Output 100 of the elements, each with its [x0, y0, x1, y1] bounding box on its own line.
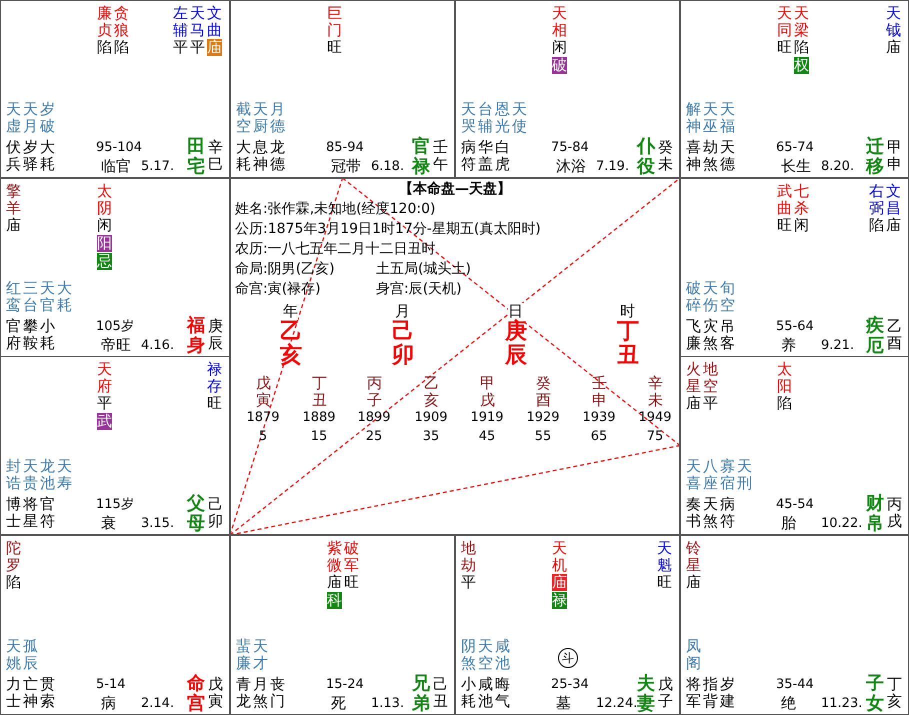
- brightness-mark: 陷: [6, 574, 21, 591]
- decade-stem-branch: 癸酉: [535, 375, 552, 409]
- stem-branch: 丙戌: [886, 496, 903, 530]
- age-range: 105岁: [96, 318, 134, 335]
- palace-name: 子女: [865, 674, 885, 714]
- life-stage: 沐浴: [556, 158, 586, 175]
- deity-name: 劫煞: [702, 139, 719, 173]
- date-text: 4.16.: [141, 337, 174, 354]
- minor-star-name: 龙池: [39, 458, 56, 492]
- palace-cell: [455, 0, 680, 178]
- deity-name: 吊客: [719, 318, 736, 352]
- date-text: 10.22.: [821, 515, 862, 532]
- minor-star-name: 凤阁: [685, 638, 702, 672]
- decade-stem-branch: 甲戌: [479, 375, 496, 409]
- pillar-stem-branch: 庚辰: [504, 320, 528, 368]
- info-line: 土五局(城头土): [376, 261, 471, 278]
- age-range: 115岁: [96, 496, 134, 513]
- deity-name: 咸池: [477, 676, 494, 710]
- deity-name: 攀鞍: [22, 318, 39, 352]
- minor-star-name: 蜚廉: [235, 638, 252, 672]
- deity-name: 亡神: [22, 676, 39, 710]
- minor-star-name: 天哭: [460, 101, 477, 135]
- star-name: 天马: [189, 5, 206, 39]
- life-stage: 长生: [781, 158, 811, 175]
- life-stage: 墓: [556, 695, 571, 712]
- life-stage: 帝旺: [101, 337, 131, 354]
- deity-name: 龙德: [269, 139, 286, 173]
- palace-name: 夫妻: [636, 674, 656, 714]
- star-name: 巨门: [326, 5, 343, 39]
- brightness-mark: 旺: [657, 574, 672, 591]
- star-name: 破军: [343, 540, 360, 574]
- star-name: 武曲: [776, 183, 793, 217]
- brightness-badge: 庙: [207, 39, 222, 56]
- palace-cell: [0, 535, 230, 715]
- brightness-mark: 平: [703, 395, 718, 412]
- transform-badge: 武: [97, 413, 112, 430]
- palace-name: 官禄: [411, 137, 431, 177]
- transform-badge: 阳: [97, 235, 112, 252]
- star-name: 天府: [96, 361, 113, 395]
- brightness-mark: 旺: [327, 39, 342, 56]
- minor-star-name: 截空: [235, 101, 252, 135]
- age-range: 45-54: [776, 496, 814, 513]
- decade-year: 1939: [581, 409, 617, 426]
- minor-star-name: 旬空: [719, 280, 736, 314]
- brightness-mark: 闲: [794, 217, 809, 234]
- date-text: 2.14.: [141, 695, 174, 712]
- deity-name: 博士: [5, 496, 22, 530]
- star-name: 文曲: [206, 5, 223, 39]
- brightness-mark: 闲: [97, 217, 112, 234]
- star-name: 擎羊: [5, 183, 22, 217]
- pillar-label: 月: [395, 303, 410, 320]
- brightness-badge: 庙: [552, 574, 567, 591]
- deity-name: 将军: [685, 676, 702, 710]
- palace-cell: [0, 178, 230, 357]
- dashed-line: [230, 178, 680, 536]
- deity-name: 贯索: [39, 676, 56, 710]
- minor-star-name: 天厨: [252, 101, 269, 135]
- brightness-mark: 庙: [6, 217, 21, 234]
- star-name: 太阴: [96, 183, 113, 217]
- transform-badge: 忌: [97, 253, 112, 270]
- brightness-mark: 庙: [886, 39, 901, 56]
- age-range: 25-34: [551, 676, 589, 693]
- pillar-stem-branch: 己卯: [391, 320, 415, 368]
- star-name: 陀罗: [5, 540, 22, 574]
- deity-name: 官符: [39, 496, 56, 530]
- star-name: 天魁: [656, 540, 673, 574]
- deity-name: 岁建: [719, 676, 736, 710]
- dou-marker: 斗: [558, 648, 578, 668]
- dashed-line: [342, 178, 680, 446]
- palace-name: 兄弟: [411, 674, 431, 714]
- deity-name: 病符: [460, 139, 477, 173]
- chart-title: 【本命盘—天盘】: [398, 181, 512, 198]
- deity-name: 伏兵: [5, 139, 22, 173]
- minor-star-name: 天伤: [702, 280, 719, 314]
- minor-star-name: 台辅: [477, 101, 494, 135]
- life-stage: 胎: [781, 515, 796, 532]
- age-range: 55-64: [776, 318, 814, 335]
- age-range: 85-94: [326, 139, 364, 156]
- pillar-label: 日: [508, 303, 523, 320]
- info-line: 姓名:张作霖,未知地(经度120:0): [235, 201, 436, 218]
- palace-name: 疾厄: [865, 316, 885, 356]
- transform-badge: 禄: [552, 592, 567, 609]
- palace-name: 田宅: [186, 137, 206, 177]
- decade-stem-branch: 戊寅: [255, 375, 272, 409]
- brightness-mark: 陷: [777, 395, 792, 412]
- info-line: 公历:1875年3月19日1时17分-星期五(真太阳时): [235, 221, 541, 238]
- age-range: 65-74: [776, 139, 814, 156]
- star-name: 廉贞: [96, 5, 113, 39]
- deity-name: 月煞: [252, 676, 269, 710]
- age-range: 95-104: [96, 139, 142, 156]
- age-range: 5-14: [96, 676, 126, 693]
- star-name: 天梁: [793, 5, 810, 39]
- decade-age: 45: [478, 428, 496, 445]
- decade-stem-branch: 壬申: [591, 375, 608, 409]
- deity-name: 指背: [702, 676, 719, 710]
- decade-year: 1899: [356, 409, 392, 426]
- star-name: 地劫: [460, 540, 477, 574]
- info-line: 命局:阴男(乙亥): [235, 261, 335, 278]
- star-name: 七杀: [793, 183, 810, 217]
- deity-name: 丧门: [269, 676, 286, 710]
